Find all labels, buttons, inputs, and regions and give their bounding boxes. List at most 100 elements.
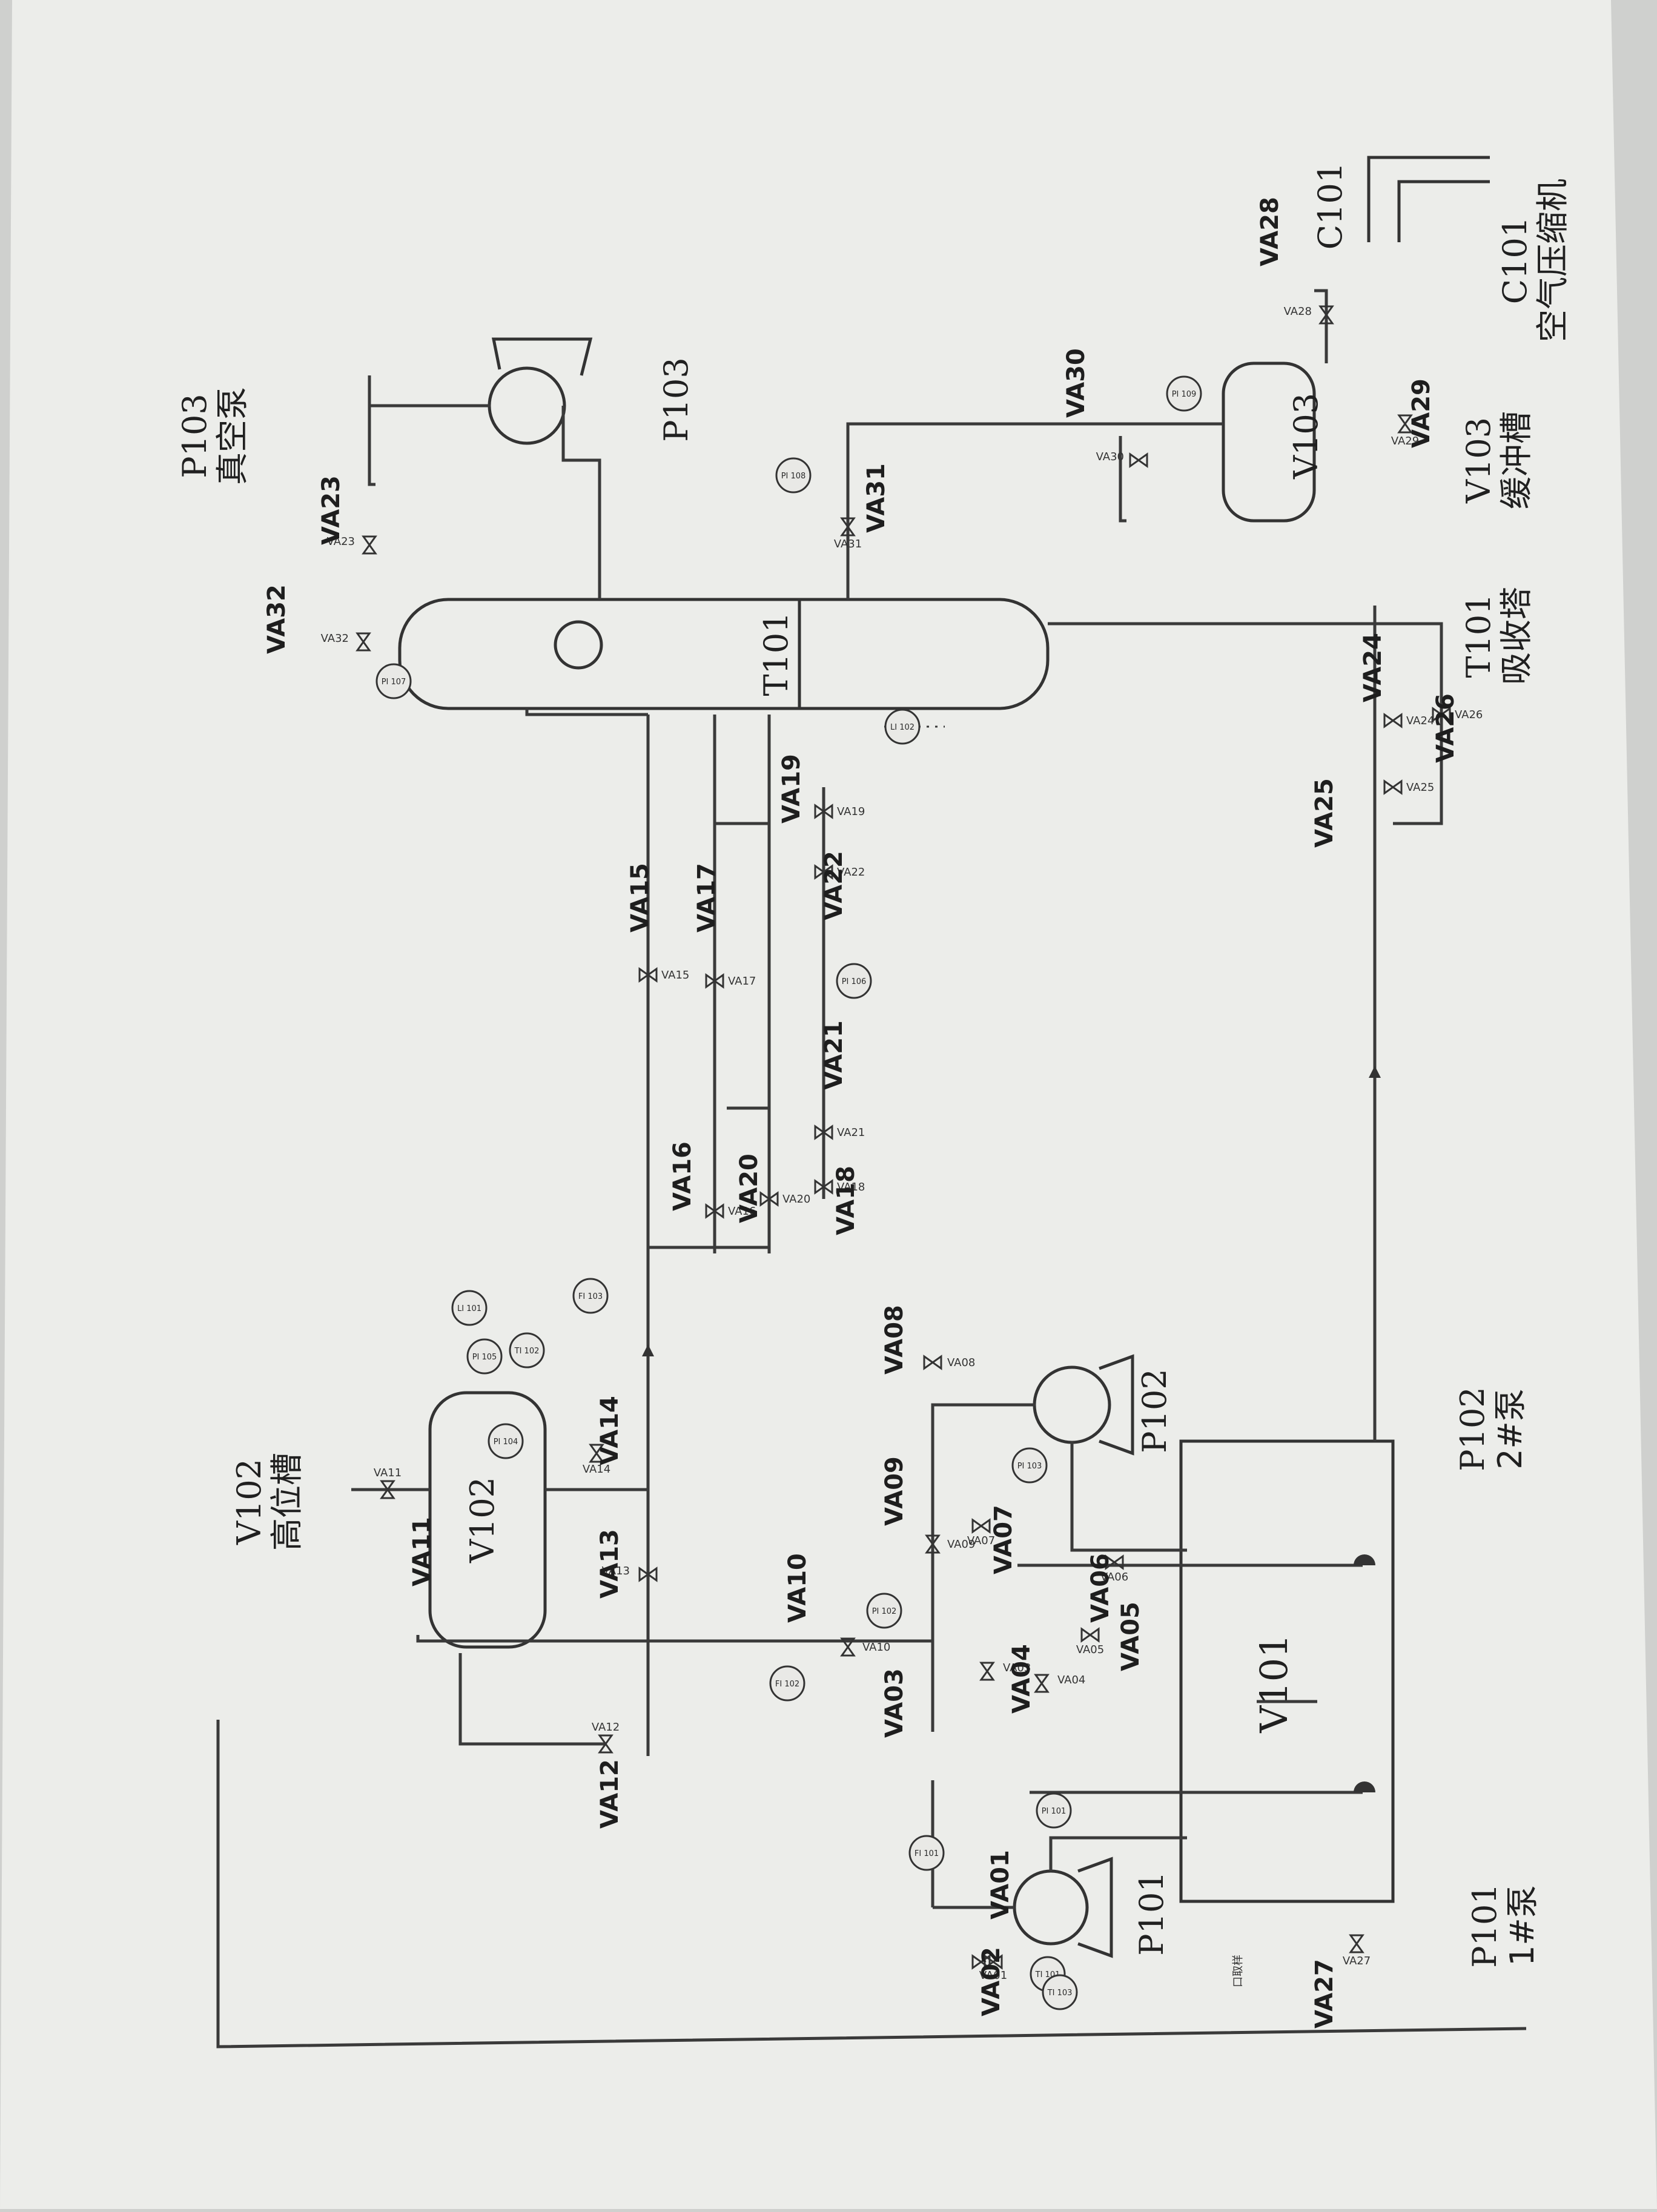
hw-va09: VA09 [881, 1456, 908, 1526]
instrument-li101-tag: LI 101 [457, 1304, 481, 1313]
valve-va11[interactable] [380, 1480, 395, 1499]
instrument-pi106[interactable] [836, 963, 872, 999]
hw-va21: VA21 [820, 1020, 848, 1090]
valve-va03[interactable] [979, 1662, 995, 1681]
instrument-ti102-tag: TI 102 [514, 1347, 540, 1356]
p102-suction [1070, 1441, 1187, 1552]
instrument-ti103[interactable] [1042, 1974, 1078, 2010]
valve-va32-tag: VA32 [321, 632, 349, 645]
valve-va08[interactable] [923, 1355, 942, 1370]
valve-va31[interactable] [840, 517, 856, 536]
valve-va18[interactable] [814, 1179, 833, 1195]
valve-va23[interactable] [362, 535, 377, 555]
valve-va26-tag: VA26 [1455, 708, 1483, 721]
valve-va13-tag: VA13 [602, 1565, 630, 1577]
hw-va31: VA31 [862, 463, 890, 533]
instrument-pi103[interactable] [1011, 1447, 1048, 1484]
hw-va10: VA10 [784, 1553, 812, 1623]
valve-va27-tag: VA27 [1343, 1955, 1371, 1967]
valve-va16[interactable] [705, 1203, 724, 1219]
hw-va20: VA20 [735, 1154, 763, 1223]
valve-va21-tag: VA21 [837, 1126, 865, 1139]
instrument-fi102-tag: FI 102 [775, 1680, 799, 1689]
p102-motor [1099, 1354, 1134, 1456]
hw-va04: VA04 [1008, 1644, 1036, 1714]
instrument-pi101[interactable] [1036, 1792, 1072, 1829]
hw-va11: VA11 [408, 1517, 436, 1586]
instrument-pi104[interactable] [488, 1423, 524, 1459]
valve-va07[interactable] [971, 1518, 991, 1534]
valve-va20-tag: VA20 [782, 1193, 810, 1206]
c101-compressor [1367, 156, 1490, 242]
valve-va02[interactable] [971, 1954, 991, 1970]
valve-va27[interactable] [1349, 1934, 1364, 1953]
hw-va05: VA05 [1117, 1602, 1145, 1671]
v101-tank [1179, 1439, 1395, 1903]
valve-va12[interactable] [598, 1734, 614, 1754]
t101-tower [398, 598, 1050, 710]
valve-va25[interactable] [1383, 779, 1403, 795]
instrument-fi103-tag: FI 103 [578, 1292, 603, 1301]
valve-va29[interactable] [1397, 414, 1413, 434]
v102-overflow [416, 1635, 933, 1643]
valve-va05[interactable] [1080, 1627, 1100, 1643]
instrument-pi107[interactable] [375, 663, 412, 699]
valve-va22[interactable] [814, 864, 833, 880]
v103-inlet [1314, 289, 1328, 363]
valve-va10[interactable] [840, 1637, 856, 1657]
p101-title: P101 [1466, 1883, 1504, 1967]
hw-va17: VA17 [693, 863, 721, 933]
valve-va13[interactable] [638, 1567, 658, 1582]
instrument-pi105[interactable] [466, 1338, 503, 1375]
instrument-pi109[interactable] [1166, 375, 1202, 412]
gas-feed-line [846, 422, 1223, 599]
valve-va14-tag: VA14 [583, 1463, 610, 1476]
valve-va30-tag: VA30 [1096, 451, 1124, 463]
instrument-pi108[interactable] [775, 457, 812, 494]
valve-va28[interactable] [1318, 305, 1334, 325]
hw-va22: VA22 [820, 851, 848, 920]
instrument-li102[interactable] [884, 708, 921, 745]
hw-va08: VA08 [881, 1305, 908, 1375]
valve-va24-tag: VA24 [1406, 715, 1434, 727]
valve-va17-tag: VA17 [728, 975, 756, 988]
hw-va16: VA16 [669, 1141, 696, 1211]
hw-va15: VA15 [626, 863, 654, 933]
instrument-fi103[interactable] [572, 1278, 609, 1314]
instrument-pi102[interactable] [866, 1593, 902, 1629]
valve-va04[interactable] [1034, 1674, 1050, 1693]
valve-va14[interactable] [589, 1444, 604, 1463]
instrument-pi107-tag: PI 107 [382, 678, 406, 687]
valve-va20[interactable] [759, 1191, 779, 1207]
instrument-li101[interactable] [451, 1290, 488, 1326]
valve-va21[interactable] [814, 1124, 833, 1140]
v103-relief [1119, 436, 1126, 523]
p102-tag-draw: P102 [1136, 1368, 1174, 1453]
valve-va30[interactable] [1129, 452, 1148, 468]
c101-title: C101 [1496, 217, 1534, 304]
instrument-ti102[interactable] [509, 1332, 545, 1368]
valve-va32[interactable] [356, 632, 371, 652]
tower-bottom-loop [1048, 622, 1443, 825]
hw-va06: VA06 [1086, 1553, 1114, 1623]
valve-va03-tag: VA03 [1003, 1662, 1031, 1674]
valve-va06-tag: VA06 [1100, 1571, 1128, 1583]
valve-va09[interactable] [925, 1534, 941, 1554]
hw-va18: VA18 [832, 1166, 860, 1235]
valve-va19[interactable] [814, 804, 833, 819]
valve-va16-tag: VA16 [728, 1205, 756, 1218]
valve-va17[interactable] [705, 973, 724, 989]
p103-exhaust [368, 375, 375, 486]
instrument-fi101-tag: FI 101 [914, 1849, 939, 1858]
valve-va06[interactable] [1105, 1554, 1124, 1570]
valve-va15[interactable] [638, 967, 658, 983]
instrument-fi102[interactable] [769, 1665, 805, 1702]
instrument-fi101[interactable] [908, 1835, 945, 1871]
v103-tank [1222, 362, 1316, 523]
valve-va24[interactable] [1383, 713, 1403, 728]
p102-name: 2#泵 [1491, 1388, 1529, 1470]
valve-va26[interactable] [1432, 707, 1451, 722]
t101-tag-draw: T101 [757, 612, 795, 696]
